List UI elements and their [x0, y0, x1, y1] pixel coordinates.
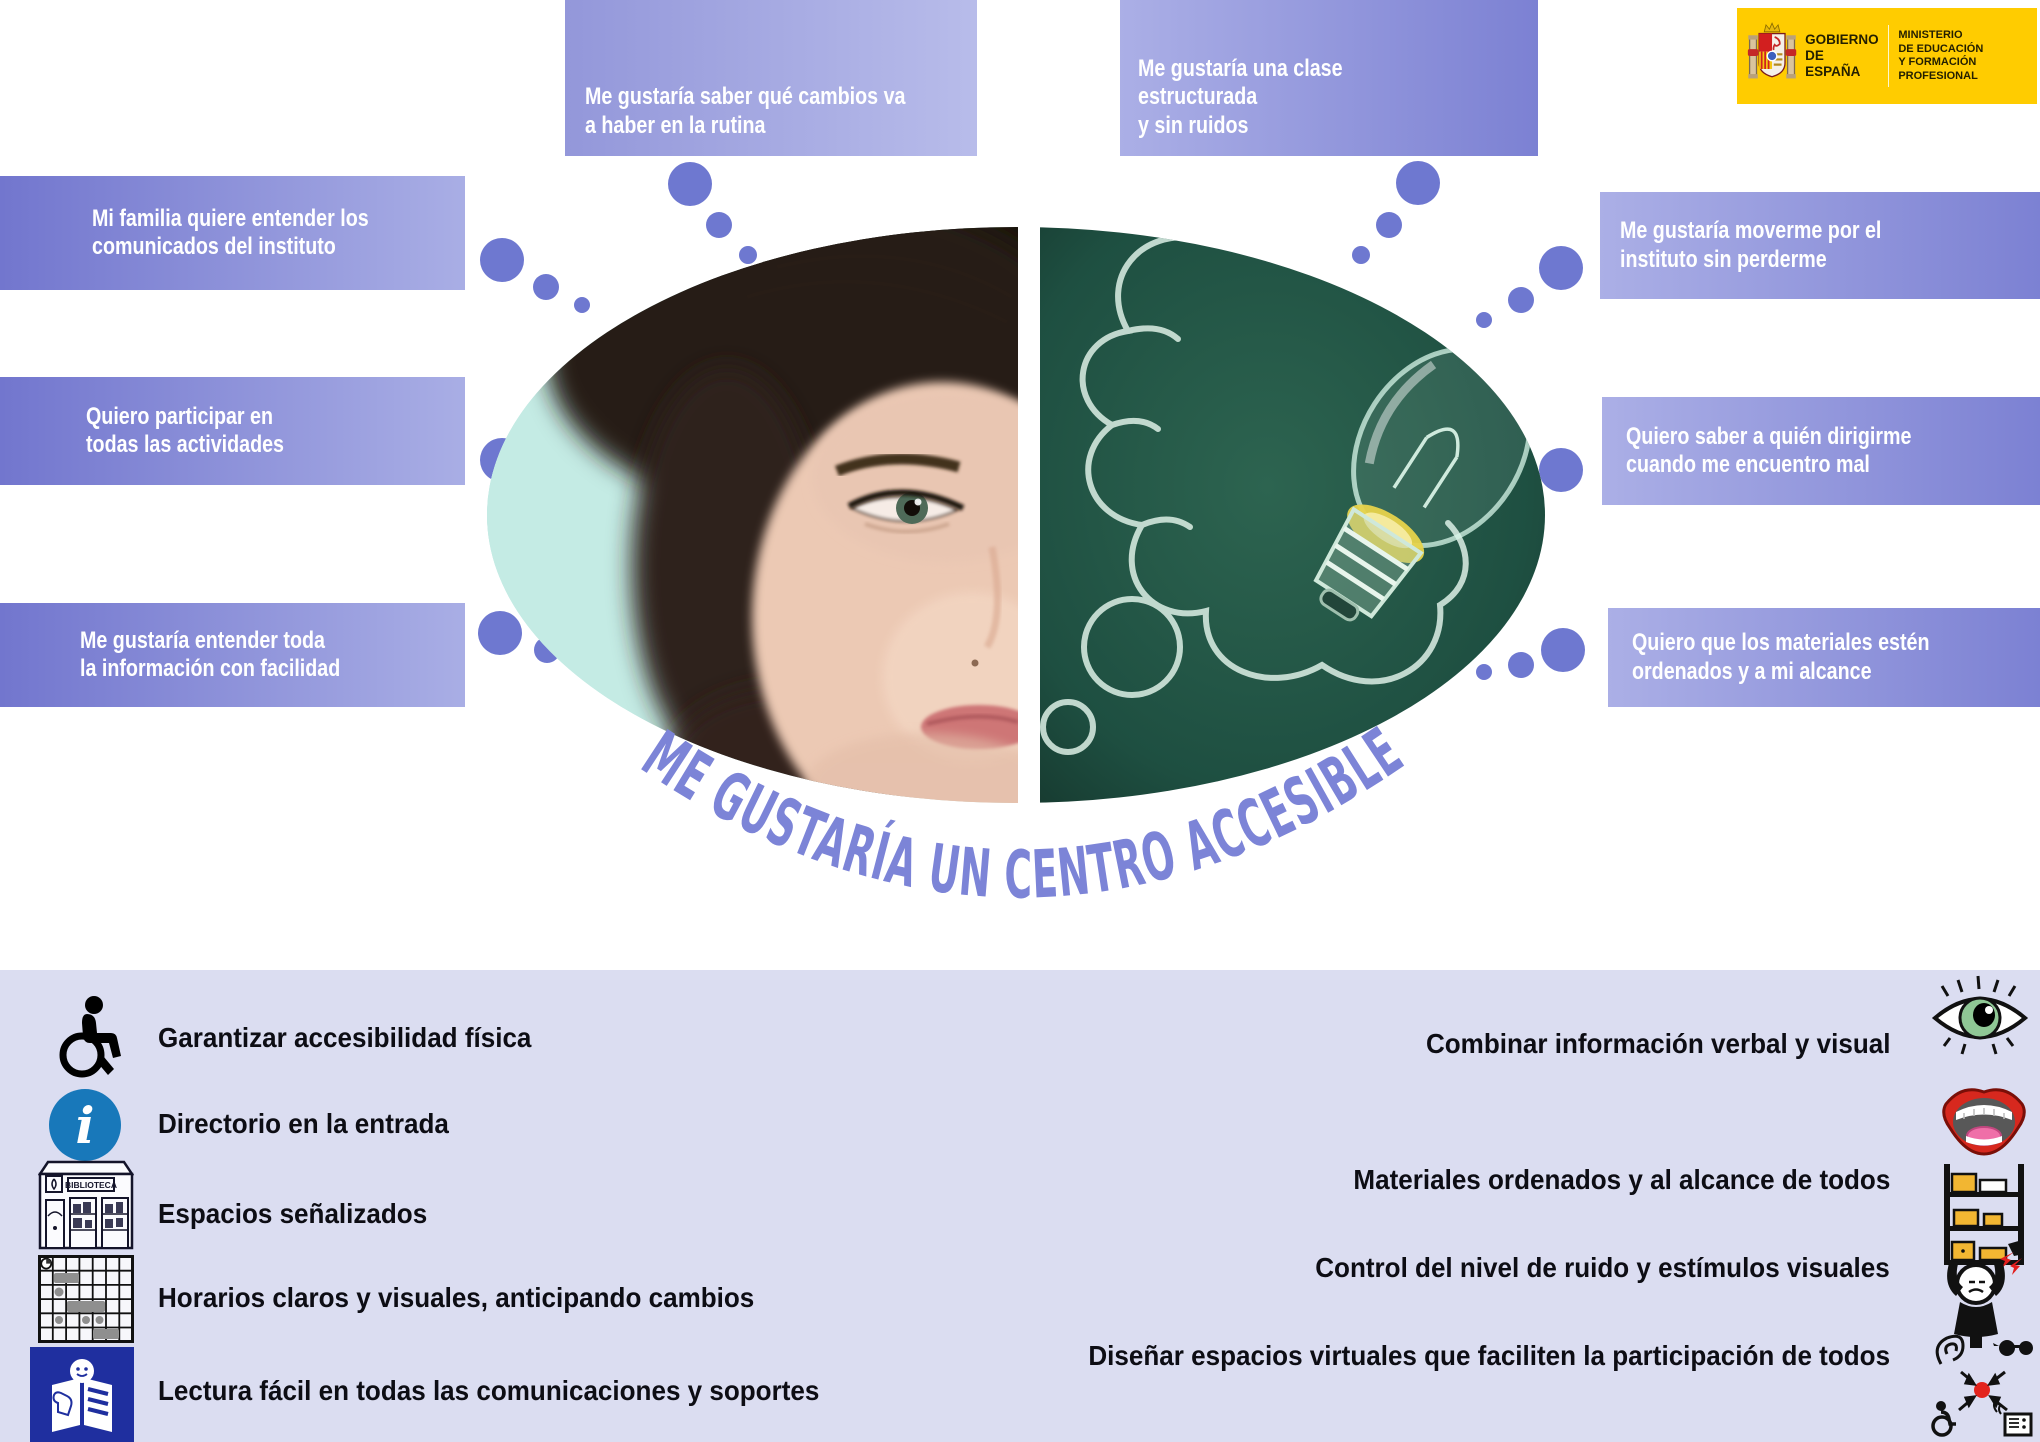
- center-split-image: [487, 227, 1545, 803]
- inclusion-icon: [1931, 1334, 2033, 1437]
- measure-label: Materiales ordenados y al alcance de tod…: [1353, 1164, 1890, 1195]
- noise-icon: [1947, 1240, 2024, 1348]
- schedule-icon: [38, 1255, 134, 1343]
- measure-label: Garantizar accesibilidad física: [158, 1022, 532, 1053]
- ministerio-line2: DE EDUCACIÓN: [1898, 42, 1984, 55]
- info-icon: i: [49, 1089, 121, 1161]
- bubble-text: Mi familia quiere entender los comunicad…: [92, 204, 369, 260]
- bubble-text: Me gustaría entender toda la información…: [80, 626, 341, 682]
- gobierno-espana-logo: GOBIERNO DE ESPAÑA MINISTERIO DE EDUCACI…: [1737, 8, 2037, 104]
- mouth-icon: [1942, 1088, 2026, 1156]
- bubble-text: Quiero saber a quién dirigirme cuando me…: [1626, 422, 1912, 478]
- measures-band: [0, 970, 2040, 1442]
- logo-divider: [1887, 25, 1890, 87]
- thought-bubble-right-1: Me gustaría moverme por el instituto sin…: [1600, 192, 2040, 299]
- chalkboard-half: [1040, 227, 1545, 803]
- measure-label: Horarios claros y visuales, anticipando …: [158, 1282, 755, 1313]
- svg-text:i: i: [76, 1096, 95, 1155]
- shelf-icon: [1944, 1164, 2024, 1265]
- gobierno-line1: GOBIERNO: [1805, 32, 1879, 47]
- wheelchair-icon: [59, 996, 121, 1078]
- library-sign-text: BIBLIOTECA: [65, 1180, 117, 1190]
- library-icon: BIBLIOTECA: [38, 1160, 134, 1250]
- thought-bubble-left-3: Me gustaría entender toda la información…: [0, 603, 465, 707]
- measure-label: Directorio en la entrada: [158, 1108, 449, 1139]
- ministerio-text: MINISTERIO DE EDUCACIÓN Y FORMACIÓN PROF…: [1898, 29, 2037, 83]
- bubble-text: Quiero participar en todas las actividad…: [86, 402, 284, 458]
- bubble-text: Me gustaría saber qué cambios va a haber…: [585, 83, 906, 139]
- thought-bubble-right-2: Quiero saber a quién dirigirme cuando me…: [1602, 397, 2040, 505]
- bubble-text: Quiero que los materiales estén ordenado…: [1632, 629, 1930, 685]
- measure-label: Combinar información verbal y visual: [1425, 1028, 1890, 1059]
- measure-label: Control del nivel de ruido y estímulos v…: [1315, 1252, 1890, 1283]
- ministerio-line3: Y FORMACIÓN PROFESIONAL: [1898, 56, 1978, 82]
- ministerio-line1: MINISTERIO: [1898, 29, 1963, 41]
- chalk-thought-cloud: [1040, 234, 1469, 755]
- thought-bubble-left-1: Mi familia quiere entender los comunicad…: [0, 176, 465, 290]
- measure-label: Diseñar espacios virtuales que faciliten…: [1088, 1340, 1890, 1371]
- measure-label: Espacios señalizados: [158, 1198, 428, 1229]
- spain-coat-of-arms-icon: [1747, 22, 1797, 79]
- bubble-text: Me gustaría moverme por el instituto sin…: [1620, 217, 1882, 273]
- thought-bubble-top-right: Me gustaría una clase estructurada y sin…: [1120, 0, 1538, 156]
- thought-bubble-right-3: Quiero que los materiales estén ordenado…: [1608, 608, 2040, 707]
- bubble-text: Me gustaría una clase estructurada y sin…: [1138, 55, 1343, 139]
- gobierno-text: GOBIERNO DE ESPAÑA: [1805, 32, 1879, 80]
- light-bulb: [1313, 346, 1533, 622]
- gobierno-line2: DE ESPAÑA: [1805, 48, 1861, 79]
- thought-bubble-top-left: Me gustaría saber qué cambios va a haber…: [565, 0, 977, 156]
- thought-bubble-left-2: Quiero participar en todas las actividad…: [0, 377, 465, 485]
- easy-read-icon: [30, 1347, 134, 1442]
- girl-portrait-half: [487, 227, 1018, 803]
- eye-icon: [1931, 975, 2029, 1055]
- measure-label: Lectura fácil en todas las comunicacione…: [158, 1375, 820, 1406]
